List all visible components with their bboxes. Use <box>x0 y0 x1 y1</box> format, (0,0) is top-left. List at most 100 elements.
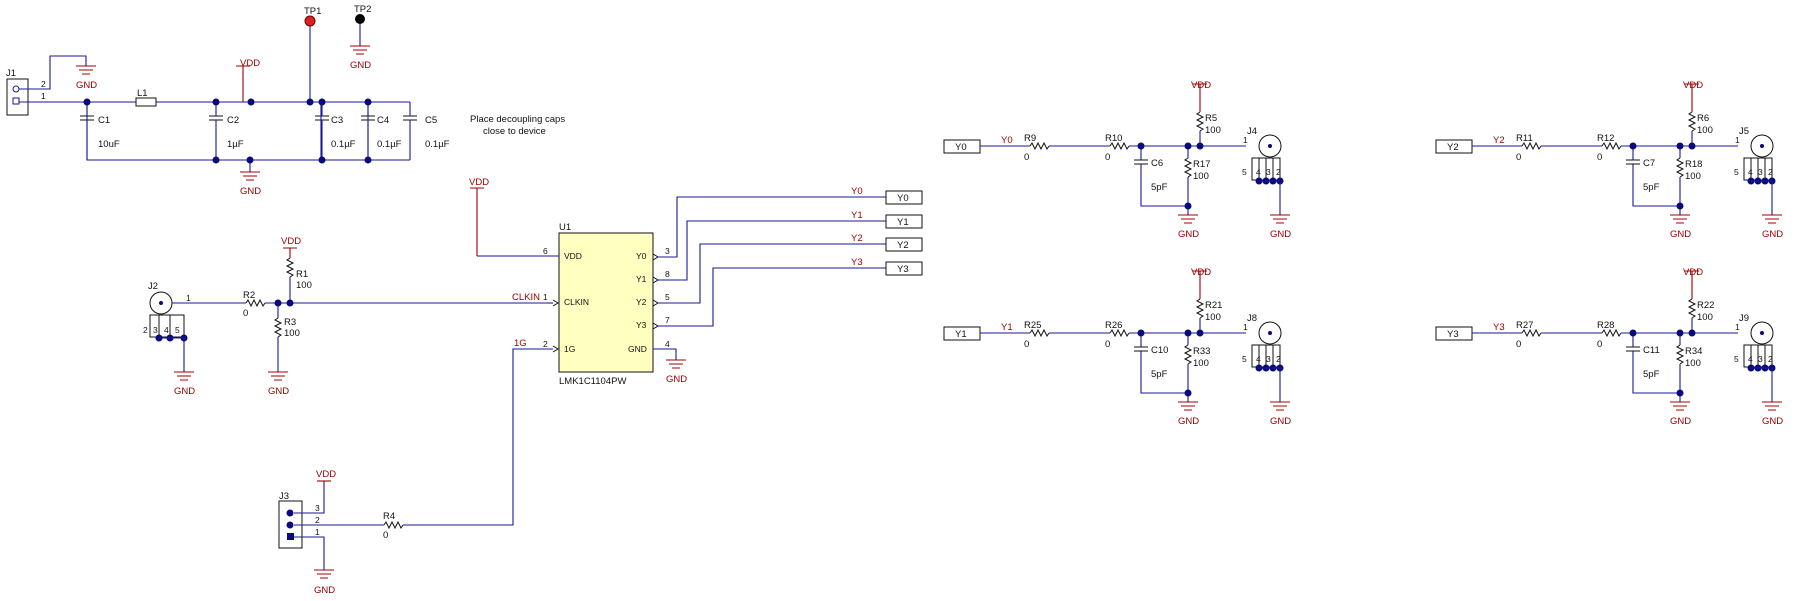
c1-ref: C1 <box>98 115 110 126</box>
cap-c4: C4 0.1µF <box>361 102 402 160</box>
svg-text:1: 1 <box>315 527 320 537</box>
resistor-series-1 <box>1521 328 1542 338</box>
pulldown-ref: R33 <box>1193 346 1210 357</box>
svg-text:2: 2 <box>315 515 320 525</box>
cap-ref: C11 <box>1643 345 1660 356</box>
series-r1-ref: R11 <box>1516 133 1533 144</box>
u1-pin-clkin: CLKIN <box>564 297 589 307</box>
svg-text:3: 3 <box>315 503 320 513</box>
pin-number: 5 <box>1734 167 1739 177</box>
r4-value: 0 <box>383 530 388 541</box>
gnd-symbol <box>350 45 370 55</box>
series-r1-ref: R25 <box>1024 320 1041 331</box>
c1-value: 10uF <box>98 139 120 150</box>
capacitor <box>1626 346 1640 352</box>
series-r1-value: 0 <box>1516 339 1521 350</box>
cap-c2: C2 1µF <box>209 102 244 160</box>
gnd-label: GND <box>1762 416 1783 427</box>
cap-wire <box>1632 146 1680 207</box>
u1-ref: U1 <box>559 222 571 233</box>
pin-number: 3 <box>1266 354 1271 364</box>
coax-center <box>1268 144 1272 148</box>
vdd-label: VDD <box>1683 267 1703 278</box>
capacitor <box>1134 346 1148 352</box>
c5-ref: C5 <box>425 115 437 126</box>
pin-number: 3 <box>1266 167 1271 177</box>
connector-ref: J8 <box>1247 313 1257 324</box>
pin-number: 3 <box>1758 354 1763 364</box>
u1-pin-vdd: VDD <box>564 251 582 261</box>
junction-dot <box>1184 389 1192 397</box>
port-y0 <box>885 190 923 205</box>
u1-pin-1g: 1G <box>564 344 575 354</box>
cap-value: 5pF <box>1643 182 1660 193</box>
coax-connector <box>1750 321 1774 345</box>
coax-center <box>1760 144 1764 148</box>
pin-number: 1 <box>1735 322 1740 332</box>
y1-route <box>658 220 886 281</box>
r2-ref: R2 <box>243 290 255 301</box>
gnd-symbol <box>174 371 194 381</box>
u1-body <box>558 232 654 373</box>
series-r2-ref: R10 <box>1105 133 1122 144</box>
junction-dot <box>1137 142 1145 150</box>
junction-dot <box>1137 329 1145 337</box>
j1-pin2 <box>12 85 20 93</box>
coax-connector <box>1258 134 1282 158</box>
gnd-label: GND <box>268 386 289 397</box>
coax-center <box>1268 331 1272 335</box>
pin-number: 3 <box>1758 167 1763 177</box>
svg-text:5: 5 <box>175 325 180 335</box>
vdd-label: VDD <box>1683 80 1703 91</box>
r1-ref: R1 <box>296 269 308 280</box>
u1-pin-y1: Y1 <box>636 274 647 284</box>
j1-pin1-num: 1 <box>41 91 46 101</box>
pin-number: 2 <box>1768 167 1773 177</box>
resistor-pulldown <box>1675 344 1685 365</box>
tp1-dot <box>304 15 316 27</box>
j1-pin1 <box>12 97 20 105</box>
gnd-label: GND <box>1270 229 1291 240</box>
resistor-pulldown <box>1183 157 1193 178</box>
pullup-value: 100 <box>1205 312 1221 323</box>
gnd-label: GND <box>1178 416 1199 427</box>
port-y3 <box>885 261 923 276</box>
y3-net-label: Y3 <box>851 257 863 268</box>
gnd-label: GND <box>240 186 261 197</box>
resistor-r4 <box>383 520 404 530</box>
junction-dot <box>1629 329 1637 337</box>
connector-ref: J9 <box>1739 313 1749 324</box>
output-port-label: Y0 <box>955 142 967 153</box>
series-r2-value: 0 <box>1597 152 1602 163</box>
port-y2 <box>885 237 923 252</box>
pin-number: 2 <box>1768 354 1773 364</box>
gnd-label: GND <box>314 585 335 596</box>
resistor-series-1 <box>1029 328 1050 338</box>
gnd-symbol <box>1670 401 1690 411</box>
vdd-label: VDD <box>281 236 301 247</box>
resistor-pullup <box>1195 298 1205 319</box>
r3-ref: R3 <box>284 317 296 328</box>
u1-pin-y2: Y2 <box>636 297 647 307</box>
pullup-ref: R5 <box>1205 113 1217 124</box>
pulldown-value: 100 <box>1685 171 1701 182</box>
series-r1-value: 0 <box>1516 152 1521 163</box>
j3-ref: J3 <box>279 491 289 502</box>
pin-number: 2 <box>1276 167 1281 177</box>
inductor-l1 <box>135 97 157 107</box>
capacitor <box>1626 159 1640 165</box>
vdd-label: VDD <box>469 177 489 188</box>
pulldown-value: 100 <box>1193 358 1209 369</box>
junction-dot <box>1184 142 1192 150</box>
vdd-label: VDD <box>240 58 260 69</box>
cap-value: 5pF <box>1151 182 1168 193</box>
gnd-symbol <box>1270 214 1290 224</box>
output-net-label: Y1 <box>1001 322 1013 333</box>
decoupling-note-line2: close to device <box>483 126 546 137</box>
y3-route <box>658 267 886 327</box>
resistor-pullup <box>1687 298 1697 319</box>
series-r2-ref: R26 <box>1105 320 1122 331</box>
j1-connector-body <box>6 78 29 116</box>
wire <box>1259 367 1281 402</box>
